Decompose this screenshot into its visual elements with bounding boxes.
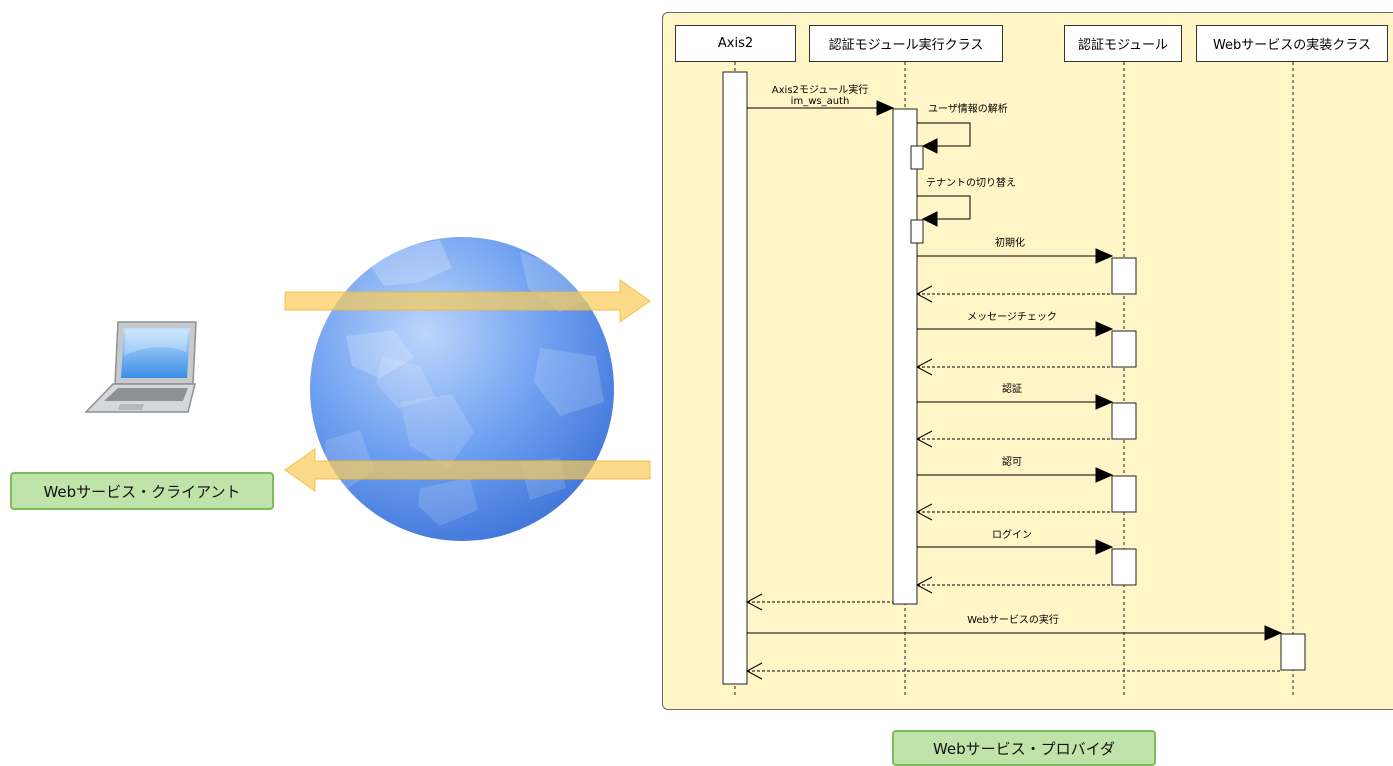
activation-authz — [1111, 475, 1137, 513]
message-self-switch — [917, 195, 971, 227]
laptop-icon — [84, 321, 197, 413]
label-call-msgcheck: メッセージチェック — [967, 311, 1057, 323]
lifeline-auth-executor: 認証モジュール実行クラス — [809, 25, 1003, 62]
label-call-authn: 認証 — [1002, 382, 1022, 395]
message-self-parse — [917, 122, 971, 154]
message-call-msgcheck — [917, 321, 1114, 337]
message-call-module — [747, 100, 895, 116]
client-label: Webサービス・クライアント — [10, 472, 274, 510]
activation-msgcheck — [1111, 330, 1137, 368]
response-arrow — [284, 448, 651, 492]
activation-authn — [1111, 402, 1137, 440]
activation-webservice — [1280, 633, 1306, 671]
provider-label: Webサービス・プロバイダ — [892, 730, 1156, 766]
message-return-authz — [915, 503, 1112, 521]
activation-init — [1111, 257, 1137, 295]
activation-axis2 — [722, 71, 748, 685]
message-return-login — [915, 576, 1112, 594]
label-self-switch: テナントの切り替え — [926, 176, 1016, 189]
label-call-init: 初期化 — [995, 236, 1025, 249]
message-return-webservice — [745, 662, 1281, 680]
activation-auth-executor — [892, 108, 918, 605]
label-call-webservice: Webサービスの実行 — [967, 613, 1059, 626]
activation-self-parse — [910, 145, 924, 170]
message-return-module — [745, 593, 893, 611]
message-return-msgcheck — [915, 358, 1112, 376]
request-arrow — [284, 279, 651, 323]
globe-icon — [310, 237, 614, 541]
message-return-init — [915, 285, 1112, 303]
label-call-module-name: im_ws_auth — [791, 96, 850, 107]
label-call-module: Axis2モジュール実行 — [772, 83, 868, 96]
activation-self-switch — [910, 219, 924, 244]
label-call-authz: 認可 — [1002, 455, 1022, 468]
lifeline-webservice-impl: Webサービスの実装クラス — [1196, 25, 1388, 62]
lifeline-axis2: Axis2 — [675, 25, 796, 62]
activation-login — [1111, 548, 1137, 586]
message-return-authn — [915, 430, 1112, 448]
lifeline-dashes — [734, 62, 1294, 695]
message-call-authn — [917, 394, 1114, 410]
provider-frame — [662, 12, 1393, 710]
label-self-parse: ユーザ情報の解析 — [928, 102, 1008, 115]
message-call-login — [917, 539, 1114, 555]
lifeline-auth-module: 認証モジュール — [1064, 25, 1182, 62]
message-call-init — [917, 248, 1114, 264]
message-call-authz — [917, 467, 1114, 483]
label-call-login: ログイン — [992, 528, 1032, 541]
message-call-webservice — [747, 625, 1283, 641]
